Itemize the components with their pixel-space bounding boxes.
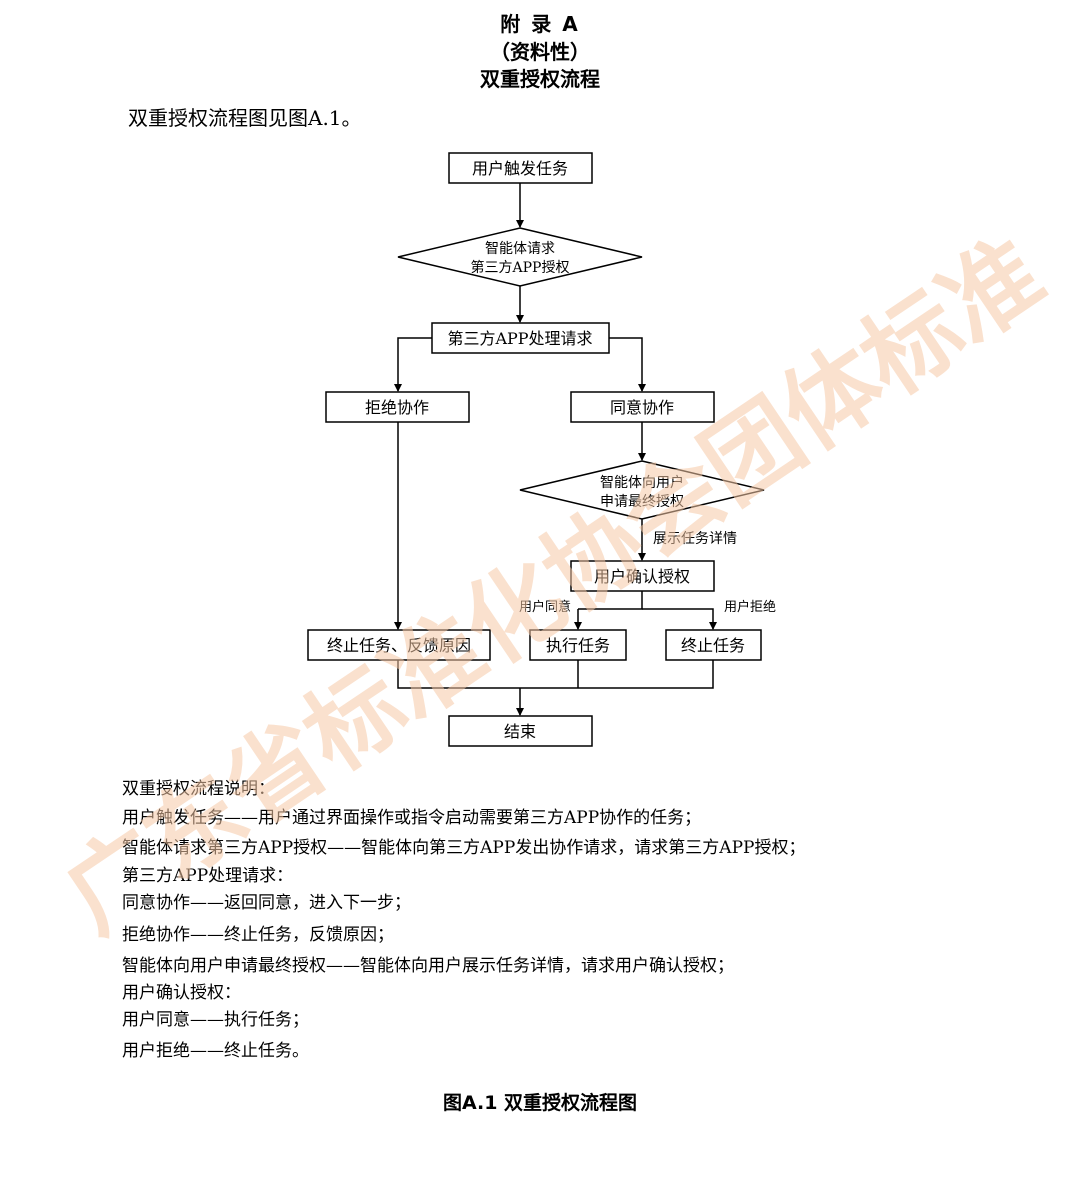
label-user-agree: 用户同意 [519,599,571,615]
explain-line: 用户拒绝——终止任务。 [122,1041,309,1061]
label-show-detail: 展示任务详情 [653,531,737,547]
annex-heading: 附 录 A [500,12,580,36]
explain-line: 用户同意——执行任务； [122,1010,309,1030]
explain-line: 用户确认授权： [122,983,241,1003]
edge-confirm-split [578,591,643,610]
label-app-process: 第三方APP处理请求 [447,329,592,348]
label-terminate: 终止任务 [681,636,745,655]
edge-confirm-terminate [642,608,717,630]
label-agree: 同意协作 [610,398,674,417]
explain-line: 拒绝协作——终止任务，反馈原因； [122,925,394,945]
label-end: 结束 [504,722,536,741]
label-agent-user-2: 申请最终授权 [600,494,684,510]
label-agent-user-1: 智能体向用户 [600,474,684,491]
explain-line: 用户触发任务——用户通过界面操作或指令启动需要第三方APP协作的任务； [122,808,702,828]
label-execute: 执行任务 [546,636,610,655]
edge-process-reject [394,337,432,392]
node-end [448,715,593,747]
intro-text: 双重授权流程图见图A.1。 [128,106,362,130]
label-user-reject: 用户拒绝 [724,599,776,615]
label-agent-request-2: 第三方APP授权 [471,259,570,276]
figure-caption: 图A.1 双重授权流程图 [442,1092,638,1114]
node-terminate-feedback [307,629,491,661]
explain-line: 同意协作——返回同意，进入下一步； [122,893,411,913]
label-user-confirm: 用户确认授权 [594,567,690,586]
label-agent-request-1: 智能体请求 [485,241,555,257]
explain-line: 双重授权流程说明： [122,779,275,799]
annex-nature: （资料性） [490,40,590,64]
edge-merge [397,660,714,689]
explain-line: 第三方APP处理请求： [122,866,294,886]
edge-process-agree [609,337,646,392]
annex-title: 双重授权流程 [480,67,600,91]
node-agent-request [397,227,643,287]
label-user-trigger: 用户触发任务 [472,159,568,178]
explain-line: 智能体向用户申请最终授权——智能体向用户展示任务详情，请求用户确认授权； [122,956,734,976]
explain-line: 智能体请求第三方APP授权——智能体向第三方APP发出协作请求，请求第三方APP… [122,838,806,858]
label-terminate-feedback: 终止任务、反馈原因 [327,636,471,655]
label-reject: 拒绝协作 [365,398,429,417]
